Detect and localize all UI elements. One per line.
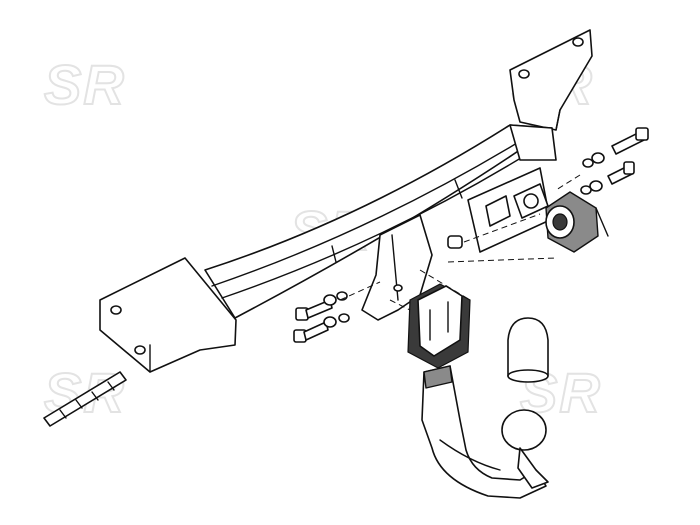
watermark-logo: SR xyxy=(43,52,126,117)
locking-block xyxy=(407,283,471,369)
socket-mounting-plate xyxy=(361,214,433,321)
ball-neck xyxy=(421,365,549,499)
crossbar-tube xyxy=(204,124,557,319)
right-mounting-bracket xyxy=(509,29,593,131)
electrical-socket xyxy=(545,191,609,253)
threaded-rod xyxy=(43,371,127,427)
left-bolt-set-lower xyxy=(293,313,350,343)
lower-bolt-set xyxy=(580,161,635,195)
left-bolt-set-upper xyxy=(295,291,348,321)
ball-cover-cap xyxy=(507,317,549,383)
left-mounting-bracket xyxy=(99,257,237,373)
upper-bolt-set xyxy=(582,127,649,168)
electrical-socket-bracket xyxy=(467,167,551,253)
assembly-guide-lines xyxy=(339,174,581,311)
spacer-collar xyxy=(447,235,463,249)
